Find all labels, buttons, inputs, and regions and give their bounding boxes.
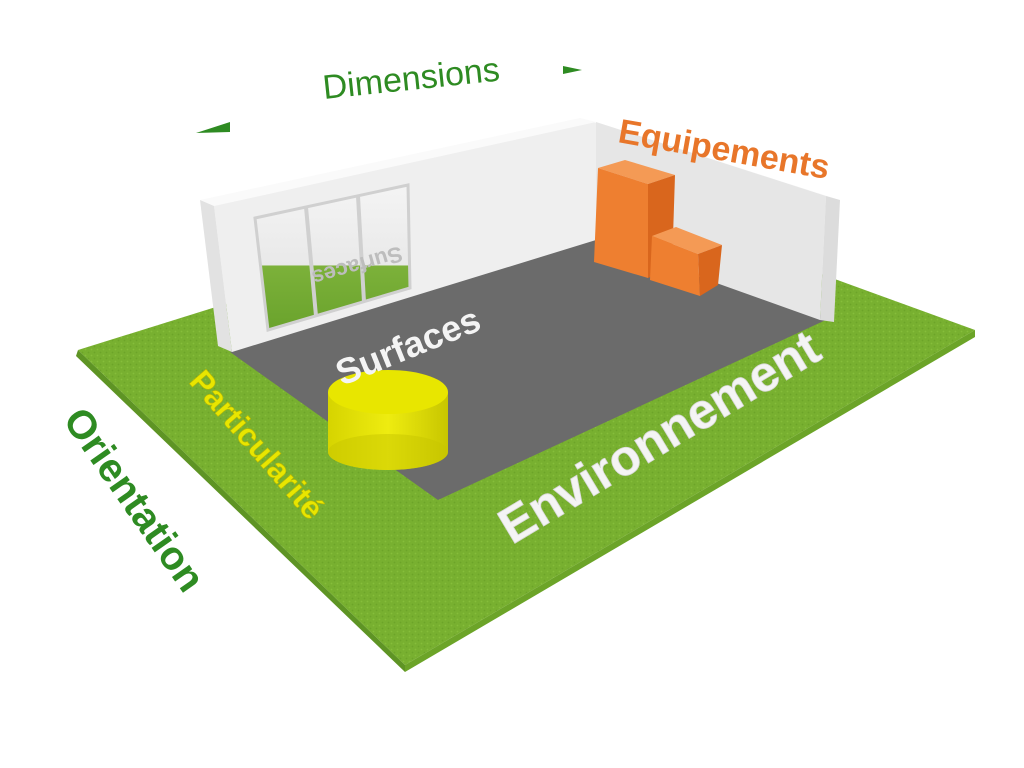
label-dimensions: Dimensions [321,51,502,107]
dimension-marker-right [563,66,582,74]
dimension-marker-left [196,122,230,133]
yellow-cylinder [328,370,448,470]
equipment-boxes [594,160,722,296]
window: Surfaces [253,183,412,332]
